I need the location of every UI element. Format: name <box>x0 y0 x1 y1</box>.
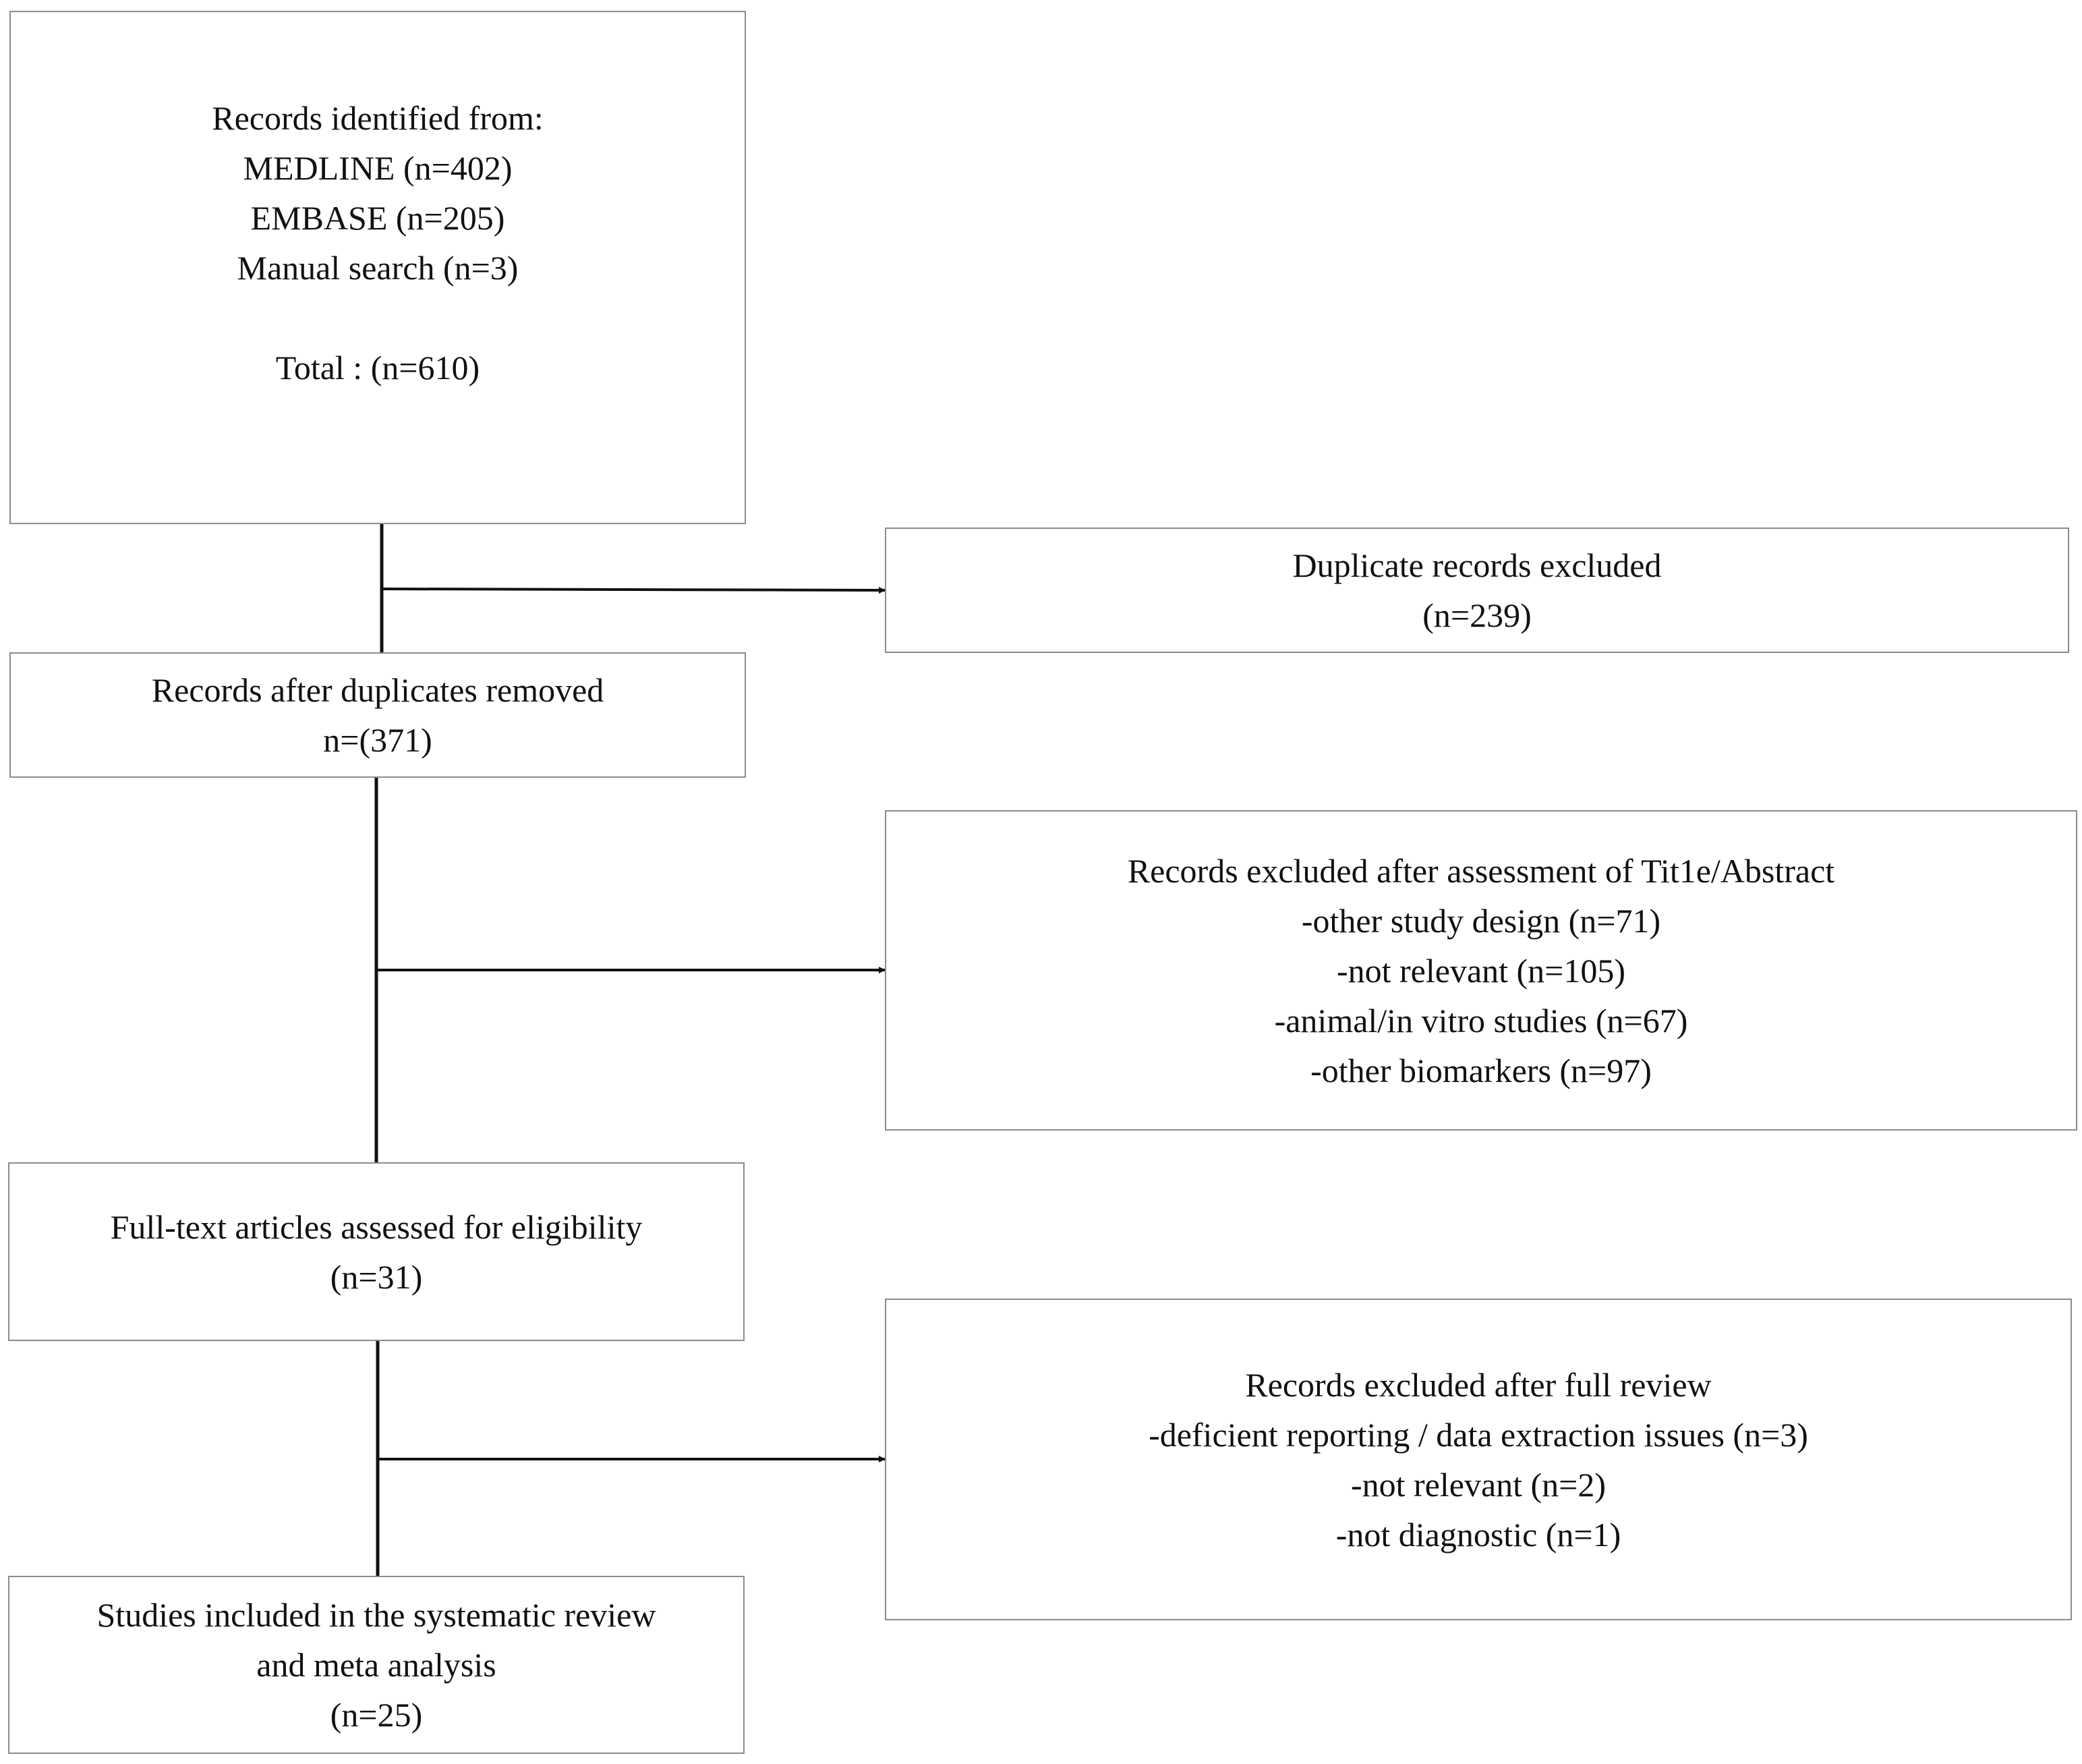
arrow-to-duplicates-excluded <box>381 586 886 594</box>
full-text-count: (n=31) <box>330 1257 423 1296</box>
records-identified-heading: Records identified from: <box>212 98 544 137</box>
duplicates-excluded-label: Duplicate records excluded <box>1292 546 1662 584</box>
not-relevant-count: -not relevant (n=2) <box>1350 1465 1607 1504</box>
after-duplicates-count: n=(371) <box>323 721 432 759</box>
studies-included-label: Studies included in the systematic revie… <box>96 1596 656 1634</box>
full-review-excluded-box: Records excluded after full review -defi… <box>885 1299 2072 1620</box>
after-duplicates-label: Records after duplicates removed <box>151 671 604 709</box>
not-relevant-count: -not relevant (n=105) <box>1336 951 1626 990</box>
records-total: Total : (n=610) <box>275 348 480 387</box>
other-biomarkers-count: -other biomarkers (n=97) <box>1310 1051 1652 1089</box>
studies-included-box: Studies included in the systematic revie… <box>8 1576 745 1754</box>
records-identified-box: Records identified from: MEDLINE (n=402)… <box>9 11 746 524</box>
studies-included-count: (n=25) <box>330 1696 423 1734</box>
full-text-label: Full-text articles assessed for eligibil… <box>110 1207 643 1246</box>
studies-included-label-cont: and meta analysis <box>256 1646 496 1684</box>
title-abstract-excluded-box: Records excluded after assessment of Tit… <box>885 810 2077 1131</box>
other-study-design-count: -other study design (n=71) <box>1301 901 1661 940</box>
duplicates-excluded-count: (n=239) <box>1422 596 1532 634</box>
title-abstract-excluded-heading: Records excluded after assessment of Tit… <box>1127 851 1835 890</box>
animal-in-vitro-count: -animal/in vitro studies (n=67) <box>1274 1001 1688 1040</box>
deficient-reporting-count: -deficient reporting / data extraction i… <box>1149 1415 1808 1454</box>
after-duplicates-box: Records after duplicates removed n=(371) <box>9 652 746 778</box>
manual-search-count: Manual search (n=3) <box>237 248 519 287</box>
embase-count: EMBASE (n=205) <box>250 198 505 237</box>
not-diagnostic-count: -not diagnostic (n=1) <box>1335 1515 1621 1554</box>
full-text-box: Full-text articles assessed for eligibil… <box>8 1162 745 1341</box>
medline-count: MEDLINE (n=402) <box>243 148 513 187</box>
duplicates-excluded-box: Duplicate records excluded (n=239) <box>885 528 2069 653</box>
full-review-excluded-heading: Records excluded after full review <box>1245 1365 1712 1404</box>
